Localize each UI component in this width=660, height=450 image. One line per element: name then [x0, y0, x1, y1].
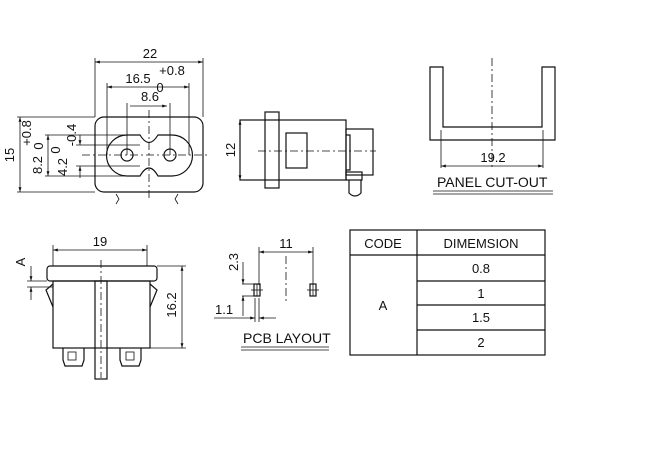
dim-inner-height: 8.2 — [30, 156, 45, 174]
dim-slot-tol-minus: -0.4 — [64, 124, 79, 146]
panel-cutout-title: PANEL CUT-OUT — [437, 174, 548, 190]
table-header-dimension: DIMEMSION — [443, 236, 518, 251]
dim-slot-tol-zero: 0 — [48, 146, 63, 153]
table-value-cell: 1 — [477, 286, 484, 301]
table-value-cell: 0.8 — [472, 261, 490, 276]
table-code-cell: A — [379, 298, 388, 313]
dim-pcb-pad: 1.1 — [215, 302, 233, 317]
dimension-table: CODE DIMEMSION A 0.8 1 1.5 2 — [349, 229, 546, 356]
front-view: 22 16.5 +0.8 0 8.6 15 +0.8 8.2 0 4.2 0 -… — [2, 46, 207, 205]
dim-code-a: A — [13, 257, 28, 266]
dim-height-tol: +0.8 — [19, 120, 34, 146]
table-header-code: CODE — [364, 236, 402, 251]
bottom-view: 19 A 16.2 — [13, 234, 186, 380]
table-value-cell: 1.5 — [472, 310, 490, 325]
dim-bottom-height: 16.2 — [164, 292, 179, 317]
pcb-layout-view: 11 2.3 1.1 PCB LAYOUT — [214, 236, 331, 351]
side-view: 12 — [223, 111, 376, 197]
table-value-cell: 2 — [477, 335, 484, 350]
dim-width: 22 — [143, 46, 157, 61]
panel-cutout-view: 19.2 PANEL CUT-OUT — [429, 58, 556, 195]
dim-cutout-width: 19.2 — [480, 150, 505, 165]
dim-inner-width: 16.5 — [125, 71, 150, 86]
dim-inner-tol-plus: +0.8 — [159, 63, 185, 78]
dim-inner-height-tol: 0 — [31, 142, 46, 149]
dim-slot-height: 4.2 — [55, 158, 70, 176]
dim-side-height: 12 — [223, 143, 238, 157]
dim-pin-spacing: 8.6 — [141, 89, 159, 104]
dim-inner-tol-zero: 0 — [156, 80, 163, 95]
dim-pcb-offset: 2.3 — [226, 253, 241, 271]
dim-pcb-spacing: 11 — [279, 236, 293, 251]
dim-bottom-width: 19 — [93, 234, 107, 249]
dim-height: 15 — [2, 148, 17, 162]
pcb-layout-title: PCB LAYOUT — [243, 330, 331, 346]
